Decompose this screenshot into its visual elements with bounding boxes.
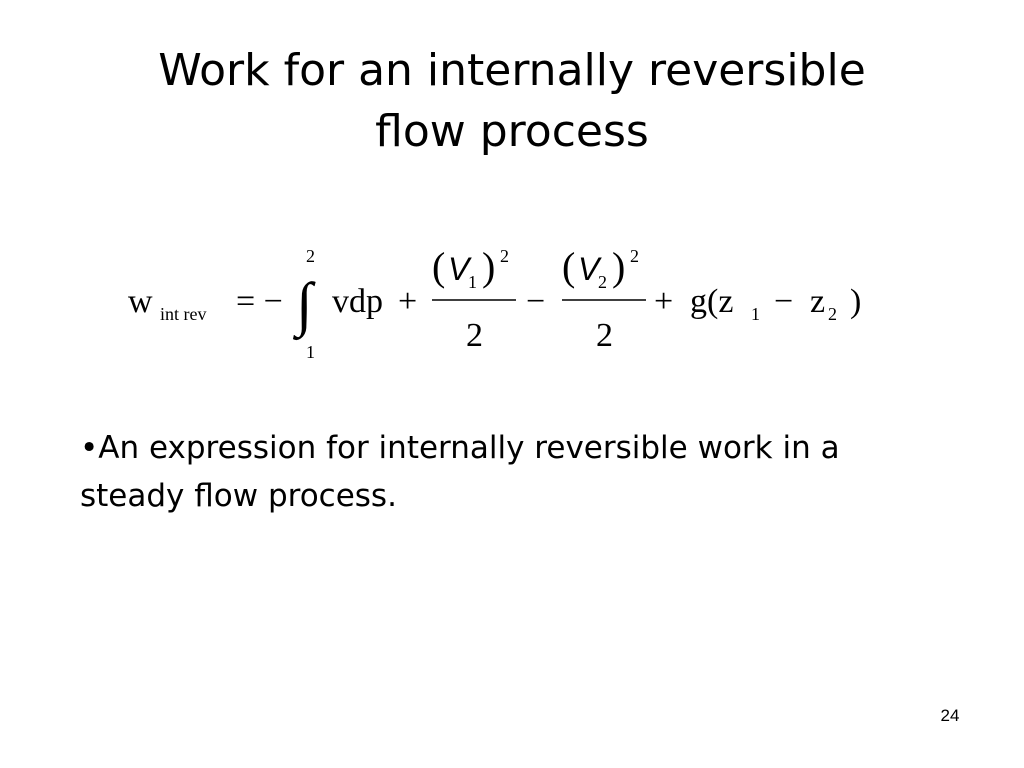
fraction-2-open-paren: ( xyxy=(562,244,575,289)
fraction-1-close-paren: ) xyxy=(482,244,495,289)
slide-title-line-1: Work for an internally reversible xyxy=(158,45,866,96)
minus-sign-2: − xyxy=(774,283,793,320)
plus-sign-2: + xyxy=(654,283,673,320)
fraction-2-exponent: 2 xyxy=(630,246,639,266)
fraction-1-exponent: 2 xyxy=(500,246,509,266)
fraction-1-denominator: 2 xyxy=(466,317,483,354)
lhs-subscript: int rev xyxy=(160,304,207,324)
fraction-2-subscript: 2 xyxy=(598,272,607,292)
bullet-text: An expression for internally reversible … xyxy=(80,430,840,514)
fraction-1-subscript: 1 xyxy=(468,272,477,292)
close-paren: ) xyxy=(850,283,861,320)
plus-sign-1: + xyxy=(398,283,417,320)
equals-minus: = − xyxy=(236,283,283,320)
fraction-2-variable: V xyxy=(578,251,602,287)
work-equation-svg: w int rev = − ∫ 2 1 vdp + ( V 1 ) 2 2 − … xyxy=(128,244,861,362)
fraction-2-denominator: 2 xyxy=(596,317,613,354)
gravity-term-open: g(z xyxy=(690,283,733,320)
lhs-symbol: w xyxy=(128,283,153,320)
page-number: 24 xyxy=(940,706,960,725)
fraction-1-open-paren: ( xyxy=(432,244,445,289)
bullet-icon: • xyxy=(80,430,99,466)
integral-sign: ∫ xyxy=(293,271,316,341)
z1-subscript: 1 xyxy=(751,304,760,324)
fraction-2-close-paren: ) xyxy=(612,244,625,289)
slide-title: Work for an internally reversible flow p… xyxy=(40,40,984,162)
work-equation: w int rev = − ∫ 2 1 vdp + ( V 1 ) 2 2 − … xyxy=(120,232,880,372)
integral-upper-limit: 2 xyxy=(306,246,315,266)
z2-symbol: z xyxy=(810,283,825,320)
fraction-1-variable: V xyxy=(448,251,472,287)
integral-lower-limit: 1 xyxy=(306,342,315,362)
integrand: vdp xyxy=(332,283,383,320)
slide-title-line-2: flow process xyxy=(375,106,649,157)
bullet-item: •An expression for internally reversible… xyxy=(80,424,940,520)
minus-sign-1: − xyxy=(526,283,545,320)
z2-subscript: 2 xyxy=(828,304,837,324)
